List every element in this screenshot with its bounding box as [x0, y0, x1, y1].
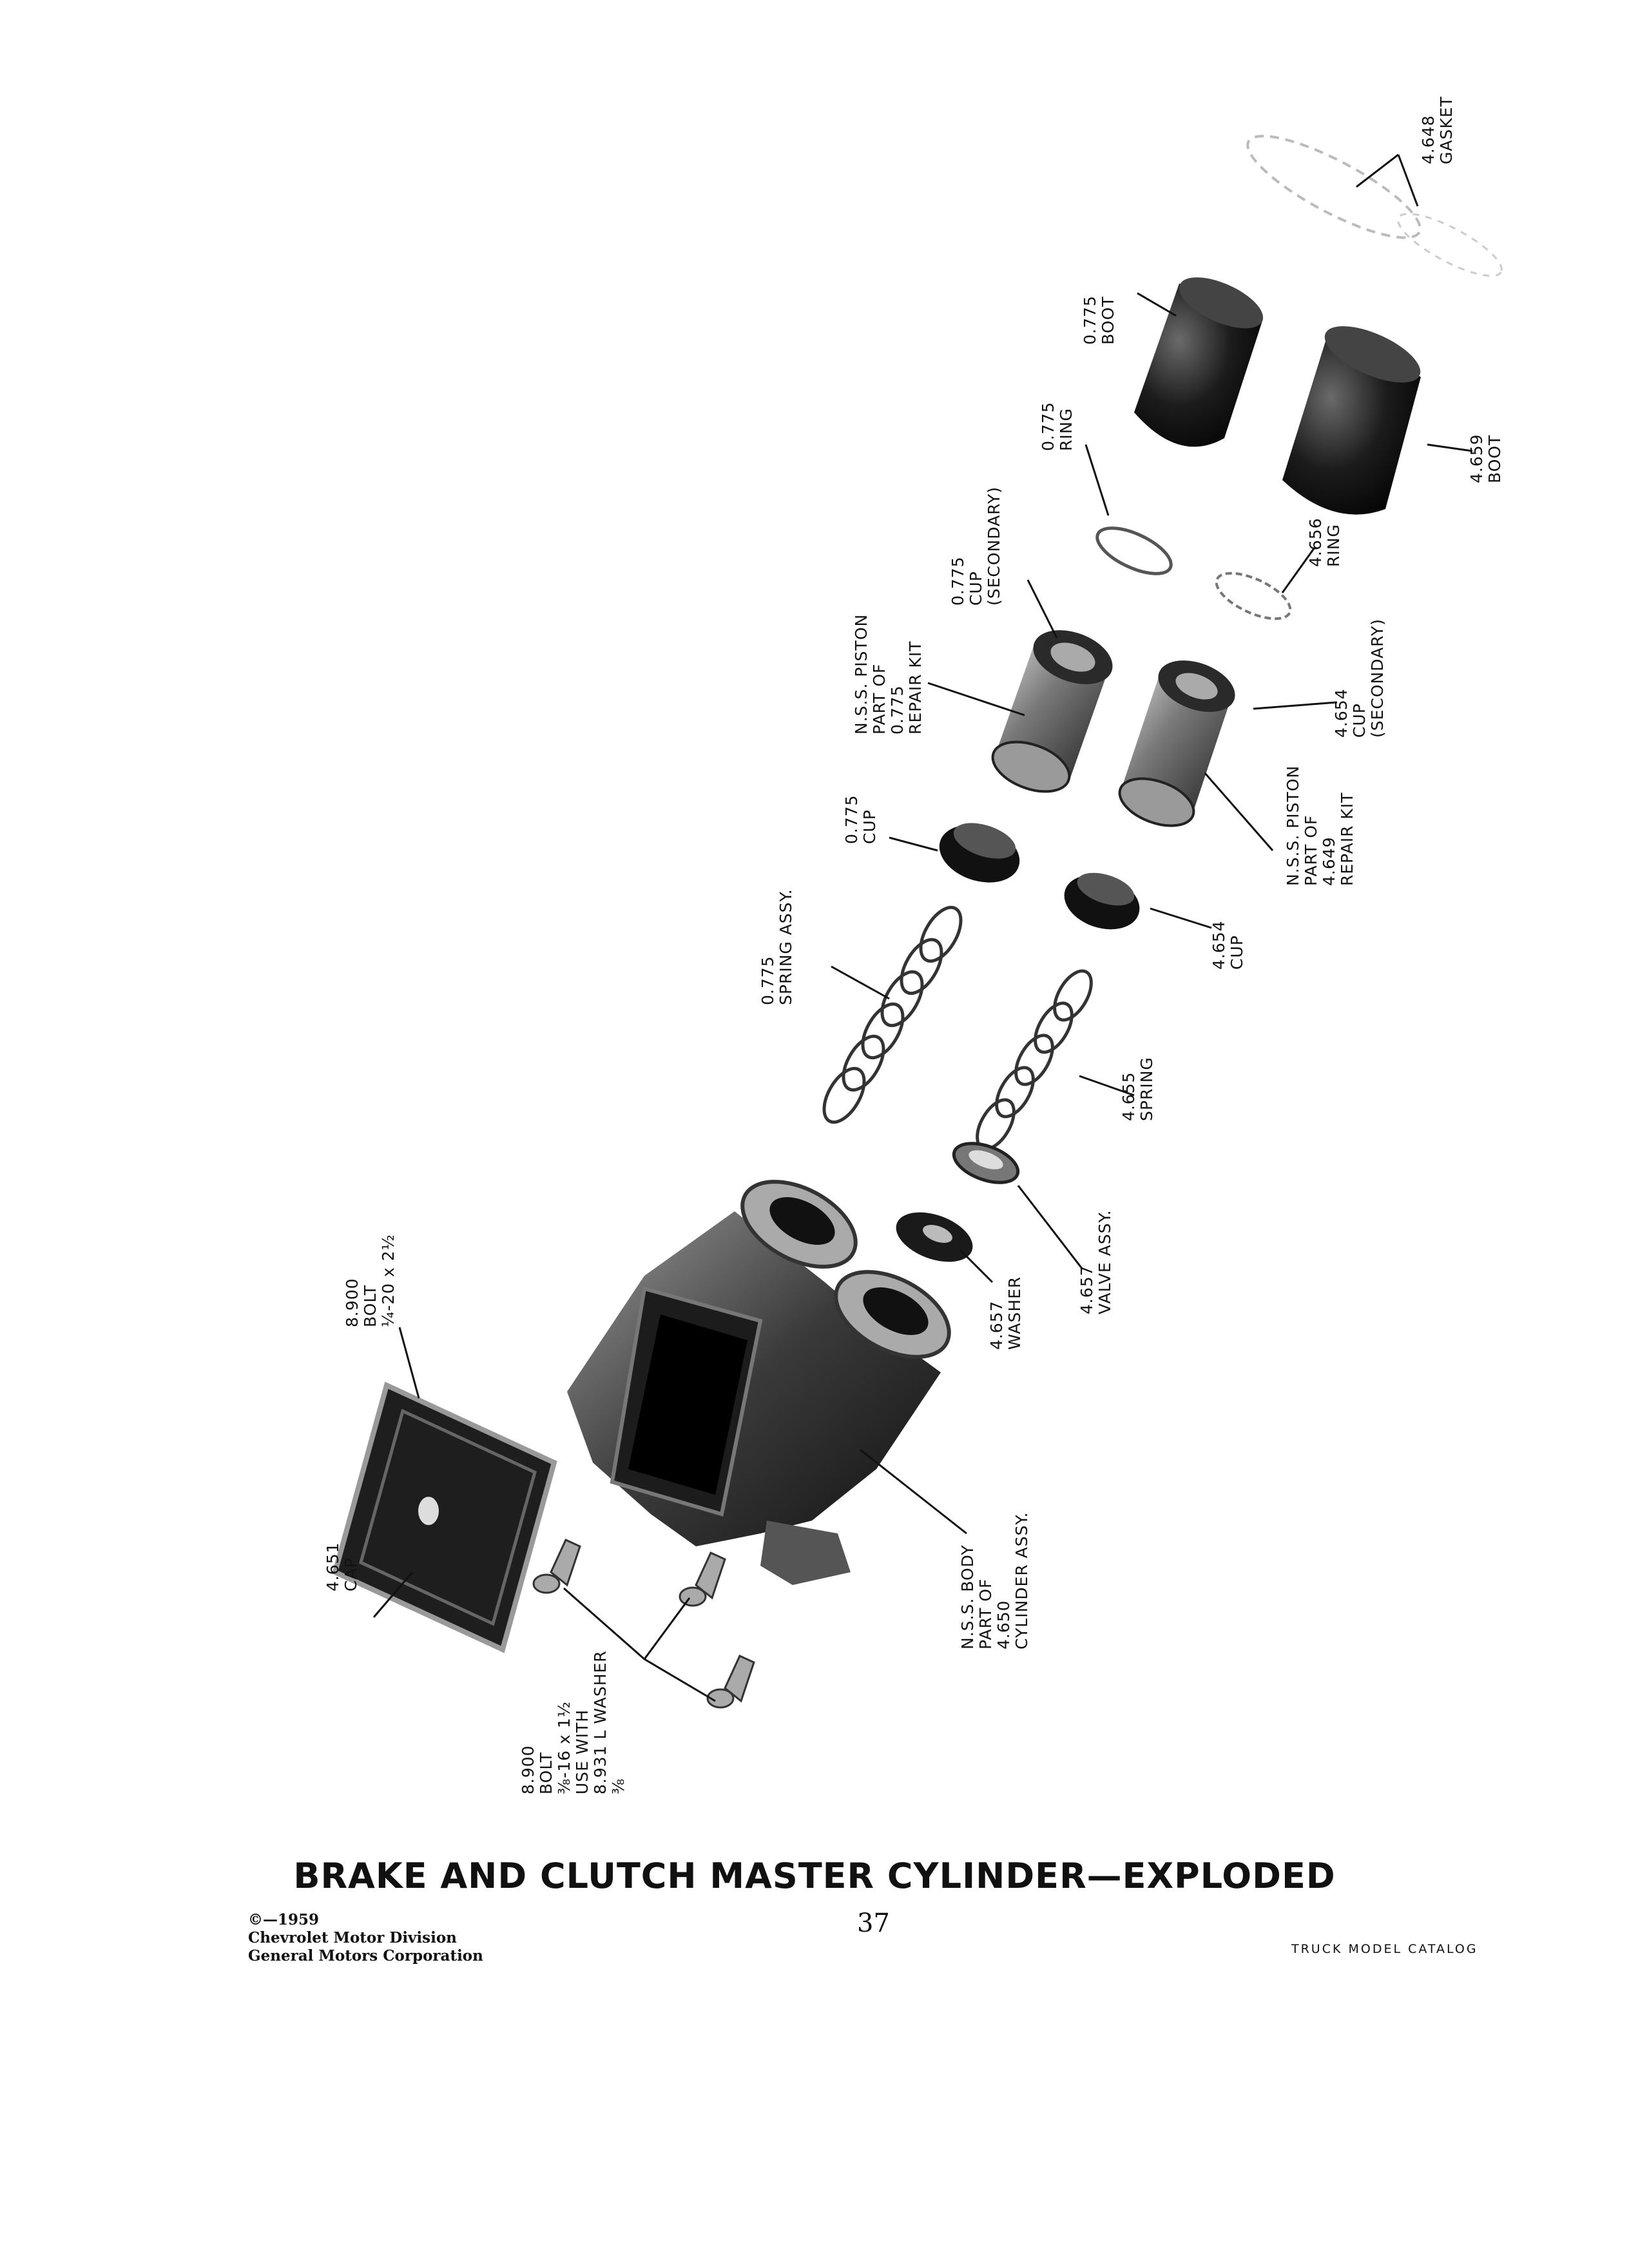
callout-line: 4.651: [323, 1542, 342, 1591]
callout-line: 0.775: [758, 956, 777, 1005]
callout-line: CUP: [1350, 703, 1369, 738]
callout-line: PART OF: [976, 1579, 995, 1649]
spring-assy-775-illustration: [822, 905, 963, 1124]
callout-cup-secondary-654: 4.654 CUP (SECONDARY): [1332, 619, 1387, 738]
page-title: BRAKE AND CLUTCH MASTER CYLINDER—EXPLODE…: [293, 1856, 1336, 1896]
boot-775-illustration: [1134, 277, 1264, 447]
catalog-name: TRUCK MODEL CATALOG: [1291, 1942, 1478, 1956]
callout-line: (SECONDARY): [985, 486, 1003, 606]
callout-line: 0.775: [1039, 401, 1057, 451]
callout-line: BOLT: [361, 1285, 380, 1327]
callout-line: ⅜: [609, 1778, 628, 1794]
callout-line: 4.656: [1306, 517, 1325, 567]
callout-line: RING: [1324, 524, 1343, 567]
copyright-block: ©—1959 Chevrolet Motor Division General …: [248, 1911, 483, 1965]
copyright-line: ©—1959: [248, 1911, 320, 1928]
callout-washer: 4.657 WASHER: [987, 1276, 1024, 1350]
callout-spring-655: 4.655 SPRING: [1119, 1057, 1156, 1121]
callout-line: BOOT: [1485, 435, 1504, 483]
callout-body: N.S.S. BODY PART OF 4.650 CYLINDER ASSY.: [958, 1512, 1031, 1649]
ring-656-illustration: [1215, 572, 1292, 620]
callout-cup-775: 0.775 CUP: [842, 794, 879, 844]
valve-assy-illustration: [952, 1142, 1020, 1184]
callout-line: 0.775: [888, 685, 907, 735]
callout-bolt-bottom: 8.900 BOLT ⅜-16 x 1½ USE WITH 8.931 L WA…: [519, 1650, 628, 1794]
cup-654-illustration: [1064, 872, 1140, 930]
cap-illustration: [332, 1381, 557, 1653]
copyright-line: Chevrolet Motor Division: [248, 1929, 457, 1946]
callout-line: 4.648: [1419, 115, 1438, 164]
callout-line: CAP: [342, 1557, 360, 1591]
callout-line: 4.649: [1320, 836, 1338, 886]
callout-line: 4.654: [1332, 688, 1351, 738]
callout-piston-649: N.S.S. PISTON PART OF 4.649 REPAIR KIT: [1284, 765, 1356, 886]
callout-line: 4.655: [1119, 1072, 1138, 1121]
callout-line: RING: [1057, 408, 1075, 451]
callout-line: N.S.S. BODY: [958, 1544, 977, 1649]
callout-line: 0.775: [949, 556, 967, 606]
bolt-bottom-illustration: [532, 1539, 755, 1709]
piston-775-illustration: [991, 630, 1113, 793]
callout-boot-775: 0.775 BOOT: [1081, 295, 1117, 345]
callout-line: SPRING ASSY.: [776, 889, 795, 1005]
callout-line: PART OF: [1302, 815, 1320, 886]
gasket-illustration: [1246, 135, 1503, 277]
callout-line: GASKET: [1437, 96, 1456, 164]
callout-ring-656: 4.656 RING: [1306, 517, 1343, 567]
callout-line: (SECONDARY): [1368, 619, 1387, 738]
callout-line: 4.657: [1077, 1265, 1096, 1314]
callout-line: REPAIR KIT: [906, 641, 925, 735]
callout-boot-659: 4.659 BOOT: [1467, 434, 1504, 483]
ring-775-illustration: [1095, 526, 1173, 575]
piston-649-illustration: [1118, 660, 1235, 827]
callout-line: 4.654: [1210, 920, 1228, 970]
callout-line: WASHER: [1005, 1276, 1024, 1350]
boot-659-illustration: [1282, 326, 1421, 515]
callout-cup-secondary-775: 0.775 CUP (SECONDARY): [949, 486, 1003, 606]
cup-775-illustration: [939, 823, 1020, 883]
callout-gasket: 4.648 GASKET: [1419, 96, 1456, 164]
washer-illustration: [896, 1212, 973, 1262]
spring-655-illustration: [976, 969, 1093, 1151]
copyright-line: General Motors Corporation: [248, 1947, 483, 1965]
callout-cap: 4.651 CAP: [323, 1542, 360, 1591]
callout-line: PART OF: [870, 664, 889, 735]
callout-bolt-top: 8.900 BOLT ¼-20 x 2½: [343, 1234, 398, 1327]
callout-spring-assy: 0.775 SPRING ASSY.: [758, 889, 795, 1005]
callout-line: N.S.S. PISTON: [1284, 765, 1302, 886]
callout-line: 0.775: [1081, 295, 1099, 345]
callout-line: BOLT: [537, 1752, 555, 1794]
callout-line: ¼-20 x 2½: [379, 1234, 398, 1327]
callout-line: CUP: [967, 571, 985, 606]
callout-line: CUP: [1228, 935, 1246, 970]
callout-line: 0.775: [842, 794, 861, 844]
callout-line: 8.900: [343, 1278, 361, 1327]
callout-line: USE WITH: [573, 1709, 592, 1794]
callout-valve-assy: 4.657 VALVE ASSY.: [1077, 1209, 1114, 1314]
callout-line: REPAIR KIT: [1338, 793, 1356, 886]
callout-ring-775: 0.775 RING: [1039, 401, 1075, 451]
callout-line: ⅜-16 x 1½: [555, 1701, 574, 1794]
cylinder-body-illustration: [567, 1180, 951, 1585]
callout-line: CUP: [860, 809, 879, 844]
callout-line: 8.900: [519, 1745, 537, 1794]
callout-line: SPRING: [1137, 1057, 1156, 1121]
callout-line: N.S.S. PISTON: [852, 614, 871, 735]
callout-line: 4.657: [987, 1300, 1006, 1350]
callout-line: CYLINDER ASSY.: [1012, 1512, 1031, 1649]
callout-line: VALVE ASSY.: [1095, 1209, 1114, 1314]
callout-piston-775: N.S.S. PISTON PART OF 0.775 REPAIR KIT: [852, 614, 925, 735]
leader-lines: [372, 153, 1473, 1702]
page-number: 37: [857, 1908, 890, 1938]
callout-line: 8.931 L WASHER: [591, 1650, 610, 1794]
callout-line: 4.659: [1467, 434, 1486, 483]
callout-cup-654: 4.654 CUP: [1210, 920, 1246, 970]
callout-line: BOOT: [1099, 296, 1117, 345]
callout-line: 4.650: [994, 1600, 1013, 1649]
